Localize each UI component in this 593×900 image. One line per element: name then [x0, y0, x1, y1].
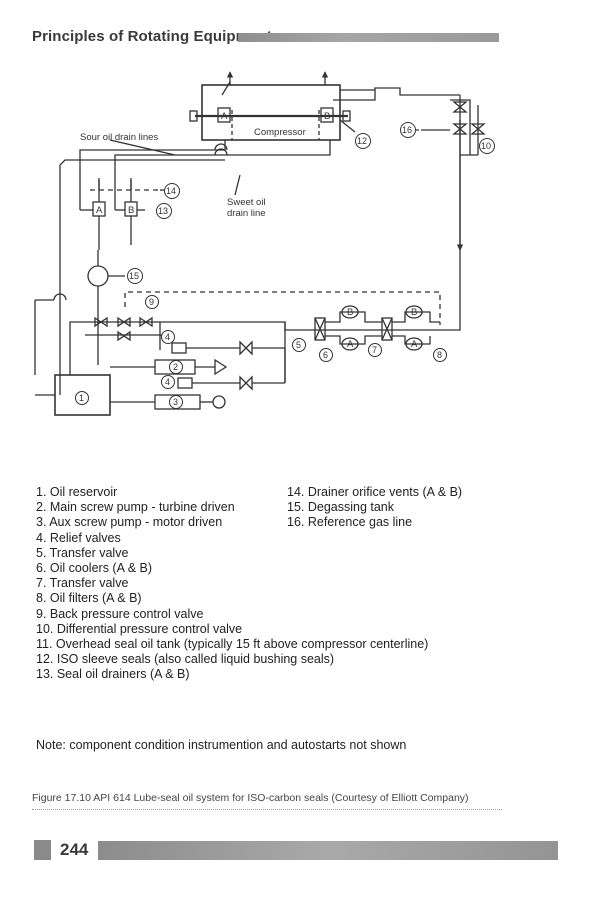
compressor-label: Compressor [254, 127, 306, 138]
drainer-b-label: B [128, 205, 134, 216]
legend-item: 13. Seal oil drainers (A & B) [36, 667, 190, 682]
footer-bar [98, 841, 558, 860]
callout-6: 6 [323, 350, 328, 360]
callout-15: 15 [129, 271, 139, 281]
callout-4-upper: 4 [165, 332, 170, 342]
page-number: 244 [60, 840, 89, 859]
callout-10: 10 [481, 141, 491, 151]
legend-item: 14. Drainer orifice vents (A & B) [287, 485, 463, 499]
legend-item: 8. Oil filters (A & B) [36, 591, 142, 606]
filter-a-label: A [411, 339, 418, 350]
legend-item: 12. ISO sleeve seals (also called liquid… [36, 652, 335, 667]
relief-valve-lower [177, 377, 193, 389]
running-header-title: Principles of Rotating Equipment [32, 28, 272, 45]
drainer-a-label: A [96, 205, 103, 216]
transfer-valve-7 [381, 317, 393, 341]
legend-item: 9. Back pressure control valve [36, 606, 204, 621]
legend-item: 4. Relief valves [36, 530, 121, 545]
legend-item: 5. Transfer valve [36, 545, 129, 560]
cooler-a-label: A [347, 339, 354, 350]
legend-item: 16. Reference gas line [287, 515, 413, 530]
legend-item: 15. Degassing tank [287, 500, 395, 515]
sour-oil-drain-label: Sour oil drain lines [80, 132, 158, 143]
sweet-oil-label-line1: Sweet oil [227, 197, 266, 208]
header-bar [238, 33, 499, 42]
seal-a-box [217, 107, 231, 123]
legend-item: 3. Aux screw pump - motor driven [36, 515, 223, 530]
seal-oil-system-diagram: Compressor Sour oil drain lines Sweet oi… [34, 71, 495, 416]
compressor-casing [201, 84, 341, 141]
callout-9: 9 [149, 297, 154, 307]
sweet-oil-label-line2: drain line [227, 208, 266, 219]
legend-item: 2. Main screw pump - turbine driven [36, 500, 235, 515]
footer-marker [34, 840, 51, 860]
filter-b [405, 305, 423, 319]
legend-item: 11. Overhead seal oil tank (typically 15… [36, 637, 429, 652]
callout-7: 7 [372, 345, 377, 355]
legend-item: 7. Transfer valve [36, 576, 129, 591]
legend-right-column: 14. Drainer orifice vents (A & B) 15. De… [287, 485, 462, 531]
callout-14: 14 [166, 186, 176, 196]
seal-b-box [320, 107, 334, 123]
filter-a [405, 337, 423, 351]
callout-4-lower: 4 [165, 377, 170, 387]
callout-5: 5 [296, 340, 301, 350]
relief-valve-upper [171, 342, 187, 354]
filter-b-label: B [411, 307, 417, 318]
seal-a-label: A [221, 111, 228, 122]
cooler-b-label: B [347, 307, 353, 318]
legend-item: 6. Oil coolers (A & B) [36, 561, 153, 576]
callout-12: 12 [357, 136, 367, 146]
legend-left-column: 1. Oil reservoir 2. Main screw pump - tu… [36, 485, 428, 683]
callout-2: 2 [173, 362, 178, 372]
page-header: Principles of Rotating Equipment [32, 28, 499, 50]
seal-b-label: B [324, 111, 330, 122]
callout-13: 13 [158, 206, 168, 216]
diagram-note: Note: component condition instrumention … [36, 738, 407, 752]
caption-divider [32, 809, 502, 810]
callout-3: 3 [173, 397, 178, 407]
figure-caption: Figure 17.10 API 614 Lube-seal oil syste… [32, 792, 469, 804]
callout-16: 16 [402, 125, 412, 135]
degassing-tank [87, 265, 109, 287]
legend-item: 10. Differential pressure control valve [36, 621, 243, 636]
cooler-a [341, 337, 359, 351]
cooler-b [341, 305, 359, 319]
callout-1: 1 [79, 393, 84, 403]
legend-item: 1. Oil reservoir [36, 485, 118, 499]
transfer-valve-5 [314, 317, 326, 341]
callout-8: 8 [437, 350, 442, 360]
